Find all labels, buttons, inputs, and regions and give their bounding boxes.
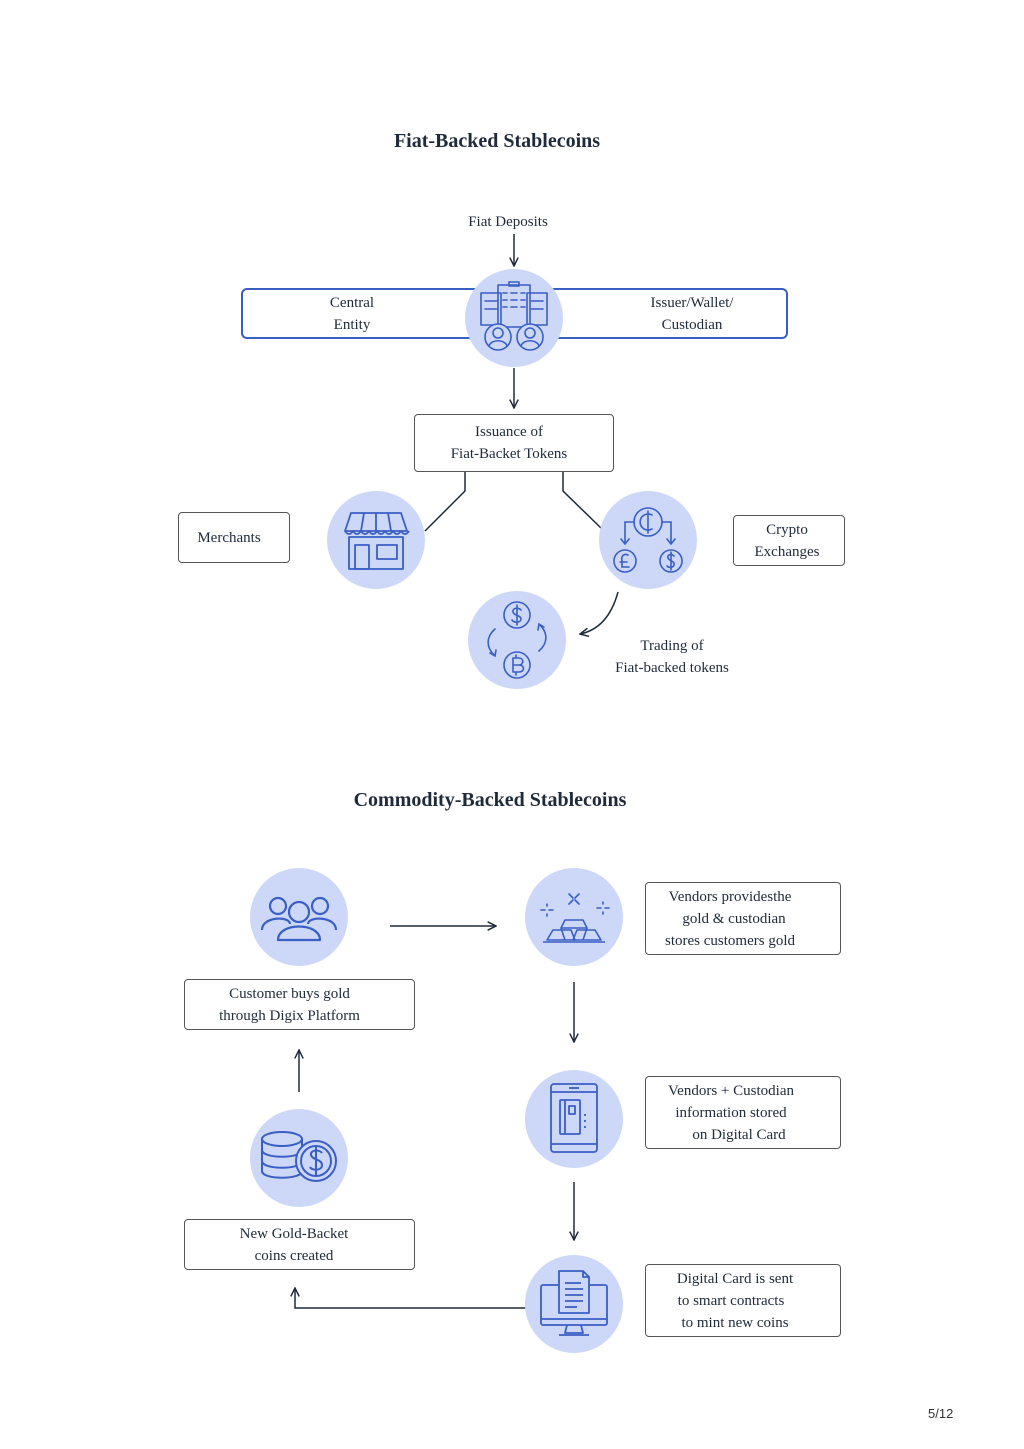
issuer-label: Issuer/Wallet/ Custodian bbox=[620, 292, 764, 336]
line-issuance-to-exchanges bbox=[562, 472, 603, 530]
line-issuance-to-merchants bbox=[424, 472, 466, 532]
trading-label: Trading of Fiat-backed tokens bbox=[600, 635, 744, 679]
fiat-section-title: Fiat-Backed Stablecoins bbox=[393, 130, 601, 152]
coins-dollar-icon bbox=[250, 1109, 348, 1207]
contract-line-2: to smart contracts bbox=[677, 1293, 785, 1309]
issuer-line-1: Issuer/Wallet/ bbox=[650, 295, 734, 311]
contract-line-1: Digital Card is sent bbox=[676, 1271, 794, 1287]
customer-line-1: Customer buys gold bbox=[229, 986, 350, 1002]
vendors-line-2: gold & custodian bbox=[682, 911, 786, 927]
crypto-line-2: Exchanges bbox=[754, 544, 820, 560]
customer-label: Customer buys gold through Digix Platfor… bbox=[184, 983, 395, 1027]
commodity-section-title: Commodity-Backed Stablecoins bbox=[353, 789, 627, 811]
trading-line-2: Fiat-backed tokens bbox=[615, 660, 729, 676]
customer-box bbox=[184, 979, 415, 1030]
card-line-1: Vendors + Custodian bbox=[668, 1083, 794, 1099]
issuance-label: Issuance of Fiat-Backet Tokens bbox=[414, 421, 604, 465]
issuance-box bbox=[414, 414, 614, 472]
crypto-exchanges-label: Crypto Exchanges bbox=[733, 519, 841, 563]
fiat-deposits-label: Fiat Deposits bbox=[468, 214, 548, 230]
digital-card-icon bbox=[525, 1070, 623, 1168]
arrow-contract-to-newcoins bbox=[295, 1288, 526, 1309]
central-entity-label: Central Entity bbox=[292, 292, 412, 336]
smart-contract-label: Digital Card is sent to smart contracts … bbox=[645, 1268, 825, 1334]
card-info-box bbox=[645, 1076, 841, 1149]
central-entity-line-2: Entity bbox=[333, 317, 371, 333]
page-number: 5/12 bbox=[928, 1406, 954, 1421]
card-line-3: on Digital Card bbox=[692, 1127, 786, 1143]
new-coins-box bbox=[184, 1219, 415, 1270]
people-group-icon bbox=[250, 868, 348, 966]
contract-line-3: to mint new coins bbox=[681, 1315, 789, 1331]
gold-bars-icon bbox=[525, 868, 623, 966]
crypto-line-1: Crypto bbox=[766, 522, 808, 538]
central-entity-line-1: Central bbox=[329, 295, 375, 311]
issuance-line-2: Fiat-Backet Tokens bbox=[450, 446, 568, 462]
merchants-box bbox=[178, 512, 290, 563]
merchants-label: Merchants bbox=[197, 530, 261, 546]
smart-contract-icon bbox=[525, 1255, 623, 1353]
card-info-label: Vendors + Custodian information stored o… bbox=[645, 1080, 817, 1146]
issuance-line-1: Issuance of bbox=[475, 424, 543, 440]
arrow-exchanges-to-trading bbox=[580, 591, 619, 634]
smart-contract-box bbox=[645, 1264, 841, 1337]
currency-exchange-icon bbox=[599, 491, 697, 589]
newcoins-line-2: coins created bbox=[254, 1248, 334, 1264]
issuer-line-2: Custodian bbox=[661, 317, 723, 333]
newcoins-line-1: New Gold-Backet bbox=[239, 1226, 349, 1242]
buildings-people-icon bbox=[465, 269, 563, 367]
new-coins-label: New Gold-Backet coins created bbox=[184, 1223, 404, 1267]
card-line-2: information stored bbox=[675, 1105, 787, 1121]
customer-line-2: through Digix Platform bbox=[219, 1008, 360, 1024]
crypto-exchanges-box bbox=[733, 515, 845, 566]
storefront-icon bbox=[327, 491, 425, 589]
vendors-line-1: Vendors providesthe bbox=[668, 889, 792, 905]
vendors-line-3: stores customers gold bbox=[665, 933, 795, 949]
trading-line-1: Trading of bbox=[640, 638, 704, 654]
vendors-label: Vendors providesthe gold & custodian sto… bbox=[645, 886, 815, 952]
crypto-trade-icon bbox=[468, 591, 566, 689]
vendors-box bbox=[645, 882, 841, 955]
